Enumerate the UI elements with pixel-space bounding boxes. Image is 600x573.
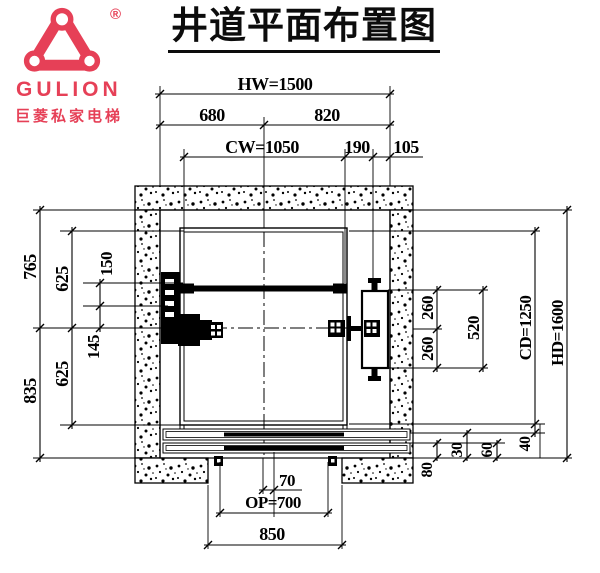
dim-105-label: 105	[393, 137, 419, 157]
car-guide-beam	[180, 283, 347, 294]
dim-260-bottom-label: 260	[418, 337, 437, 361]
door-sills	[162, 428, 411, 466]
extension-lines	[33, 86, 572, 549]
dim-835-label: 835	[20, 378, 40, 404]
dim-cd-label: CD=1250	[516, 296, 535, 361]
dimension-lines	[39, 93, 568, 546]
dim-70-label: 70	[279, 471, 295, 490]
hoistway-inner-outline	[159, 209, 391, 459]
dim-625-front-label: 625	[52, 266, 72, 292]
dim-40-label: 40	[517, 436, 534, 452]
counterweight	[360, 278, 390, 381]
guide-rail-left	[161, 272, 223, 346]
dim-820-label: 820	[314, 105, 340, 125]
dim-680-label: 680	[199, 105, 225, 125]
dim-op-label: OP=700	[245, 493, 301, 512]
dim-625-rear-label: 625	[52, 361, 72, 387]
dim-150-label: 150	[97, 252, 116, 276]
dim-260-top-label: 260	[418, 296, 437, 320]
dim-cw-label: CW=1050	[225, 137, 299, 157]
hoistway-walls	[134, 185, 414, 484]
brand-tagline: 巨菱私家电梯	[15, 108, 124, 125]
dimension-ticks	[35, 89, 572, 550]
dim-145-label: 145	[84, 335, 103, 359]
gulion-triangle-logo-icon	[23, 7, 101, 72]
dim-hd-label: HD=1600	[548, 300, 567, 366]
dimension-labels: HW=1500 680 820 CW=1050 190 105 765 625 …	[20, 74, 567, 544]
dim-hw-label: HW=1500	[238, 74, 313, 94]
registered-trademark: ®	[110, 6, 122, 23]
dim-30-label: 30	[449, 442, 466, 458]
brand-name: GULION	[16, 78, 122, 101]
drawing-title: 井道平面布置图	[168, 4, 440, 53]
dim-765-label: 765	[20, 254, 40, 280]
dim-850-label: 850	[259, 524, 285, 544]
dim-80-label: 80	[419, 462, 436, 478]
center-lines	[186, 232, 388, 456]
car-guide-shoe-right	[328, 316, 362, 341]
brand-logo: ® GULION 巨菱私家电梯	[14, 6, 144, 126]
dim-60-label: 60	[479, 442, 496, 458]
dim-520-label: 520	[464, 316, 483, 340]
dim-190-label: 190	[344, 137, 370, 157]
